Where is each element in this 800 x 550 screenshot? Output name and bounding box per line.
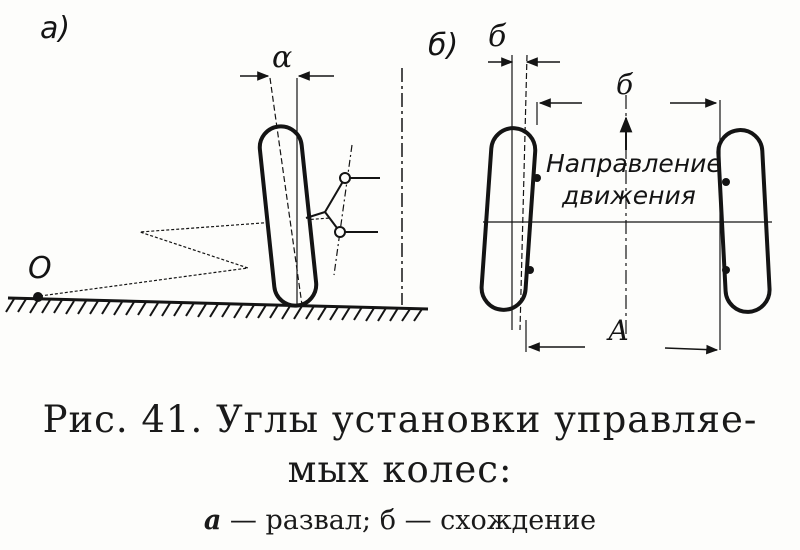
dimension-a-label: А [606, 314, 629, 347]
direction-text-line1: Направление [546, 149, 722, 178]
dim-a-arrow-right [664, 344, 719, 355]
left-wheel-top-view [479, 126, 538, 312]
wheel-camber [257, 124, 319, 308]
direction-text-line2: движения [561, 181, 696, 210]
ground-line [7, 296, 429, 311]
legend-b-text: — схождение [395, 505, 597, 536]
caption-legend: а — развал; б — схождение [0, 505, 800, 536]
panel-b-toe: б) б [428, 19, 772, 355]
legend-b-key: б [379, 505, 396, 536]
panel-b-label: б) [428, 28, 458, 63]
alpha-label: α [272, 40, 292, 75]
legend-a-key: а [203, 505, 222, 536]
right-wheel-mark-bottom [722, 266, 730, 274]
left-wheel-mark-top [533, 174, 541, 182]
lower-ball-joint [334, 226, 346, 238]
suspension-linkage [305, 177, 380, 233]
wheel-alignment-diagram: а) [5, 11, 772, 355]
left-wheel-mark-bottom [526, 266, 534, 274]
right-wheel-top-view [716, 128, 772, 314]
point-o-dot [33, 292, 43, 302]
dimension-b-label: б [616, 68, 634, 101]
panel-a-camber: а) [5, 11, 429, 322]
upper-ball-joint [339, 172, 351, 184]
caption-line-1: Рис. 41. Углы установки управляе- [42, 398, 758, 441]
kingpin-axis-line [333, 144, 353, 276]
ground-hatching [5, 298, 423, 322]
toe-label-top: б [488, 19, 507, 54]
caption-line-2: мых колес: [287, 448, 513, 491]
point-o-label: О [28, 251, 52, 286]
left-wheel-axis-line [519, 54, 528, 331]
legend-a-text: — развал; [221, 505, 380, 536]
perspective-lines [39, 217, 331, 297]
panel-a-label: а) [40, 11, 70, 46]
right-wheel-mark-top [722, 178, 730, 186]
